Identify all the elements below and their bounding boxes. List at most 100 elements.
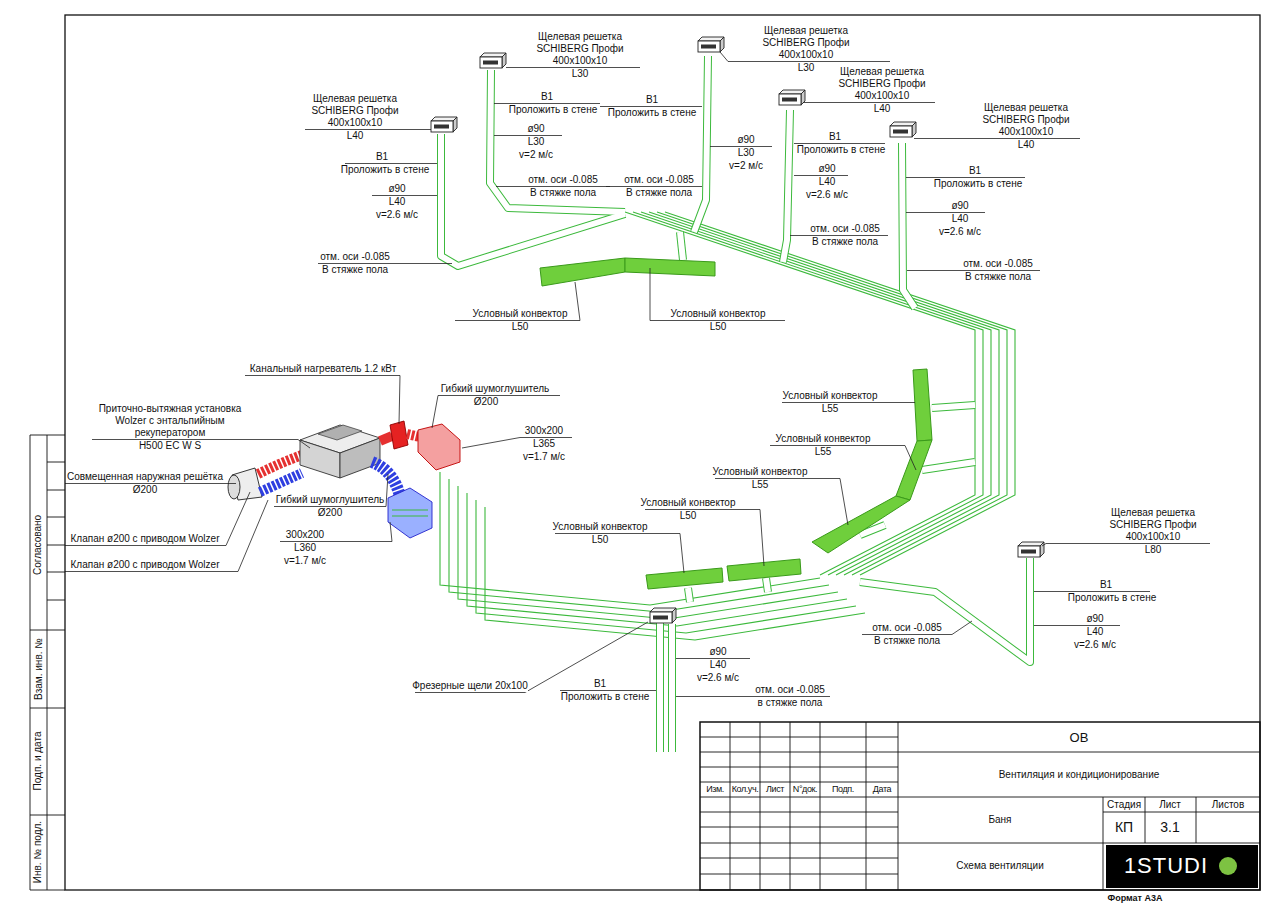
label: Ø200: [133, 484, 157, 496]
label: L55: [752, 479, 769, 491]
label: Условный конвектор: [641, 497, 736, 509]
label: Ø200: [318, 507, 342, 519]
label: отм. оси -0.085: [963, 258, 1033, 270]
label: Приточно-вытяжная установка Wolzer с энт…: [90, 403, 250, 439]
label: Фрезерные щели 20х100: [412, 680, 528, 692]
label: Щелевая решетка SCHIBERG Профи 400х100х1…: [976, 102, 1076, 138]
label: L360: [294, 542, 316, 554]
label: Схема вентиляции: [956, 860, 1044, 872]
label: Условный конвектор: [713, 466, 808, 478]
label: В стяжке пола: [322, 264, 388, 276]
label: Щелевая решетка SCHIBERG Профи 400х100х1…: [832, 66, 932, 102]
label: L40: [710, 659, 727, 671]
pipe: [680, 232, 683, 260]
label: Проложить в стене: [934, 178, 1023, 190]
label: L50: [512, 321, 529, 333]
label: Изм.: [706, 784, 724, 795]
duct-line: [476, 500, 856, 633]
pipe: [680, 232, 683, 260]
label: Лист: [766, 784, 784, 795]
label: Подп.: [832, 784, 854, 795]
label: L30: [738, 147, 755, 159]
pipe: [688, 588, 690, 602]
exhaust-plenum: [388, 488, 432, 538]
label: L50: [592, 534, 609, 546]
pipe: [932, 405, 975, 408]
pipe: [922, 462, 975, 470]
label: L365: [533, 438, 555, 450]
label: Условный конвектор: [783, 390, 878, 402]
label: Условный конвектор: [776, 433, 871, 445]
pipe-outline: [441, 56, 1030, 752]
ahu-panel: [318, 425, 362, 440]
stamp-label: Подп. и дата: [33, 732, 45, 791]
label: В1: [594, 678, 606, 690]
label: отм. оси -0.085: [320, 251, 390, 263]
slot-grille: [1018, 542, 1044, 557]
label: В стяжке пола: [626, 187, 692, 199]
duct-line: [440, 472, 820, 605]
convectors: [540, 258, 932, 589]
pipe: [441, 134, 625, 266]
label: отм. оси -0.085: [624, 174, 694, 186]
label: Клапан ø200 с приводом Wolzer: [71, 559, 220, 571]
label: отм. оси -0.085: [872, 622, 942, 634]
label: Щелевая решетка SCHIBERG Профи 400х100х1…: [530, 31, 630, 67]
slot-grille: [650, 608, 676, 623]
convector: [896, 440, 932, 500]
label: В стяжке пола: [812, 236, 878, 248]
label: Проложить в стене: [608, 107, 697, 119]
label: Вентиляция и кондиционирование: [999, 769, 1160, 781]
logo-plate: [1106, 845, 1258, 888]
label: Листов: [1212, 799, 1245, 811]
label: Гибкий шумоглушитель: [276, 494, 384, 506]
label: v=1.7 м/с: [523, 451, 565, 463]
label: v=2.6 м/с: [939, 226, 981, 238]
pipe: [657, 622, 663, 752]
label: Проложить в стене: [561, 691, 650, 703]
label: Клапан ø200 с приводом Wolzer: [71, 533, 220, 545]
label: v=2.6 м/с: [376, 209, 418, 221]
label: в стяжке пола: [758, 697, 823, 709]
label: 300х200: [286, 529, 324, 541]
label: v=2.6 м/с: [1074, 639, 1116, 651]
convector: [812, 496, 910, 553]
label: L40: [1018, 139, 1035, 151]
convector: [625, 258, 715, 276]
convector: [646, 568, 723, 589]
duct-line: [449, 479, 829, 612]
stamp-label: Взам. инв. №: [32, 638, 44, 700]
label: В стяжке пола: [530, 187, 596, 199]
pipe: [688, 588, 690, 602]
label: ø90: [818, 163, 835, 175]
label: В1: [541, 91, 553, 103]
label: ø90: [527, 123, 544, 135]
label: ø90: [951, 200, 968, 212]
supply-plenum: [418, 424, 460, 470]
label: L40: [1087, 626, 1104, 638]
outdoor-grille-face: [228, 475, 240, 499]
pipe: [668, 624, 676, 752]
convector: [540, 258, 625, 286]
label: Проложить в стене: [509, 104, 598, 116]
label: L30: [528, 136, 545, 148]
label: Проложить в стене: [1068, 592, 1157, 604]
pipe: [694, 56, 708, 232]
duct-line: [625, 212, 975, 575]
logo-text: 1STUDI: [1124, 854, 1208, 878]
label: Стадия: [1107, 799, 1141, 811]
label: отм. оси -0.085: [528, 174, 598, 186]
label: 300х200: [525, 425, 563, 437]
pipe: [766, 578, 768, 592]
pipe: [766, 578, 768, 592]
label: ø90: [709, 646, 726, 658]
pipe: [656, 622, 664, 752]
label: Лист: [1159, 799, 1181, 811]
slot-grille: [890, 122, 916, 137]
label: 3.1: [1160, 819, 1179, 835]
title-block: [700, 722, 1260, 890]
label: Баня: [988, 814, 1011, 826]
pipe: [860, 558, 1030, 662]
label: Щелевая решетка SCHIBERG Профи 400х100х1…: [305, 93, 405, 129]
